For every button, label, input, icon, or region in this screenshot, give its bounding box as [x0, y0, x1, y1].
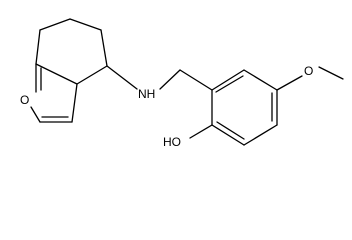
- bond: [35, 63, 78, 85]
- bond: [39, 18, 71, 31]
- amine-label: NH: [138, 87, 155, 101]
- bond: [35, 29, 41, 65]
- furan-oxygen-label: O: [20, 93, 29, 107]
- bond: [71, 83, 78, 123]
- bond: [76, 65, 108, 85]
- bond: [215, 75, 244, 93]
- bond: [211, 69, 245, 91]
- bond: [179, 69, 213, 91]
- bond: [69, 18, 102, 31]
- bond: [100, 29, 108, 67]
- bond: [276, 75, 303, 91]
- bond: [159, 69, 181, 90]
- bond: [243, 124, 278, 146]
- hydroxyl-label: HO: [163, 135, 181, 149]
- bond: [318, 66, 344, 80]
- methoxy-oxygen-label: O: [304, 64, 313, 78]
- atom-labels: O NH HO O: [20, 64, 313, 149]
- bond: [211, 124, 245, 146]
- bond: [243, 69, 278, 91]
- bond: [216, 121, 245, 140]
- bond: [106, 65, 138, 90]
- bond: [189, 124, 213, 139]
- bonds: [30, 18, 344, 146]
- bond: [30, 106, 41, 123]
- molecule-structure: O NH HO O: [20, 18, 344, 149]
